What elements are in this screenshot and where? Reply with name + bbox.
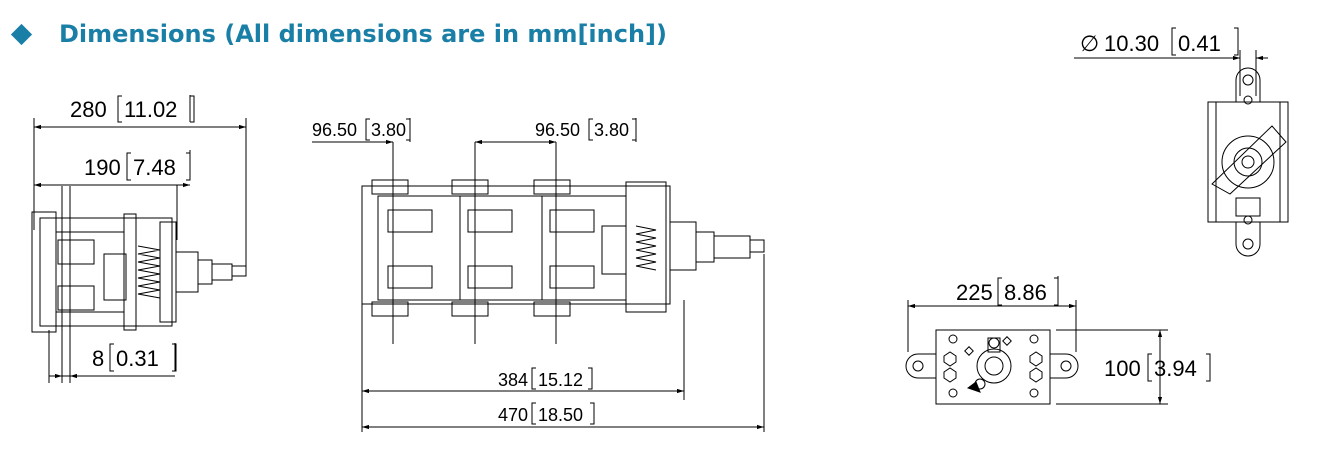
dim-8-mm: 8 (92, 346, 104, 371)
actuator-arm (1211, 125, 1287, 195)
inch-bracket (531, 402, 595, 425)
page-header: Dimensions (All dimensions are in mm[inc… (8, 14, 667, 54)
shaft-hub (175, 251, 199, 293)
end-plate (1207, 101, 1289, 223)
mounting-tab (1050, 353, 1079, 379)
side-view (31, 95, 247, 383)
end-plate (31, 211, 57, 333)
dim-470-mm: 470 (498, 405, 528, 425)
dim-8-inch: 0.31 (116, 346, 159, 371)
inch-bracket (126, 152, 191, 181)
dim-hole-mm: 10.30 (1104, 31, 1159, 56)
pole-module (459, 195, 543, 301)
dim-225-inch: 8.86 (1004, 280, 1047, 305)
page-title: Dimensions (All dimensions are in mm[inc… (59, 20, 667, 48)
inch-bracket (588, 118, 637, 141)
dim-384-inch: 15.12 (538, 370, 583, 390)
inch-bracket (117, 95, 195, 123)
inch-bracket (365, 118, 411, 141)
dim-280-mm: 280 (70, 97, 107, 122)
dim-pitch-left-mm: 96.50 (312, 120, 357, 140)
diameter-symbol: ∅ (1080, 31, 1099, 56)
mounting-tab (1235, 222, 1261, 257)
switch-frame (39, 217, 173, 327)
mounting-tab (1235, 67, 1261, 102)
dim-470-inch: 18.50 (538, 405, 583, 425)
dim-hole-inch: 0.41 (1178, 31, 1221, 56)
dim-190-inch: 7.48 (133, 155, 176, 180)
inch-bracket (1171, 27, 1239, 56)
front-view (312, 118, 765, 432)
inch-bracket (109, 343, 177, 372)
dim-280-inch: 11.02 (124, 97, 177, 122)
dim-225-mm: 225 (956, 280, 993, 305)
dim-pitch-right-inch: 3.80 (594, 120, 629, 140)
dim-100-inch: 3.94 (1154, 356, 1197, 381)
spring (635, 225, 657, 271)
dim-384-mm: 384 (498, 370, 528, 390)
end-plate (123, 213, 137, 331)
dim-pitch-right-mm: 96.50 (535, 120, 580, 140)
mounting-tab (905, 353, 936, 379)
mounting-plate (935, 329, 1051, 405)
pole-module (377, 195, 461, 301)
dim-pitch-left-inch: 3.80 (371, 120, 406, 140)
inch-bracket (531, 367, 593, 390)
switch-body (361, 185, 671, 305)
end-view (1074, 50, 1289, 257)
pole-module (541, 195, 627, 301)
spring (137, 245, 161, 299)
rotor (976, 348, 1012, 384)
inch-bracket (1147, 353, 1211, 382)
end-plate (625, 181, 667, 313)
dim-190-mm: 190 (84, 155, 121, 180)
dim-100-mm: 100 (1104, 356, 1141, 381)
rotor (1221, 135, 1275, 189)
end-plate (159, 221, 177, 323)
inch-bracket (997, 277, 1059, 306)
